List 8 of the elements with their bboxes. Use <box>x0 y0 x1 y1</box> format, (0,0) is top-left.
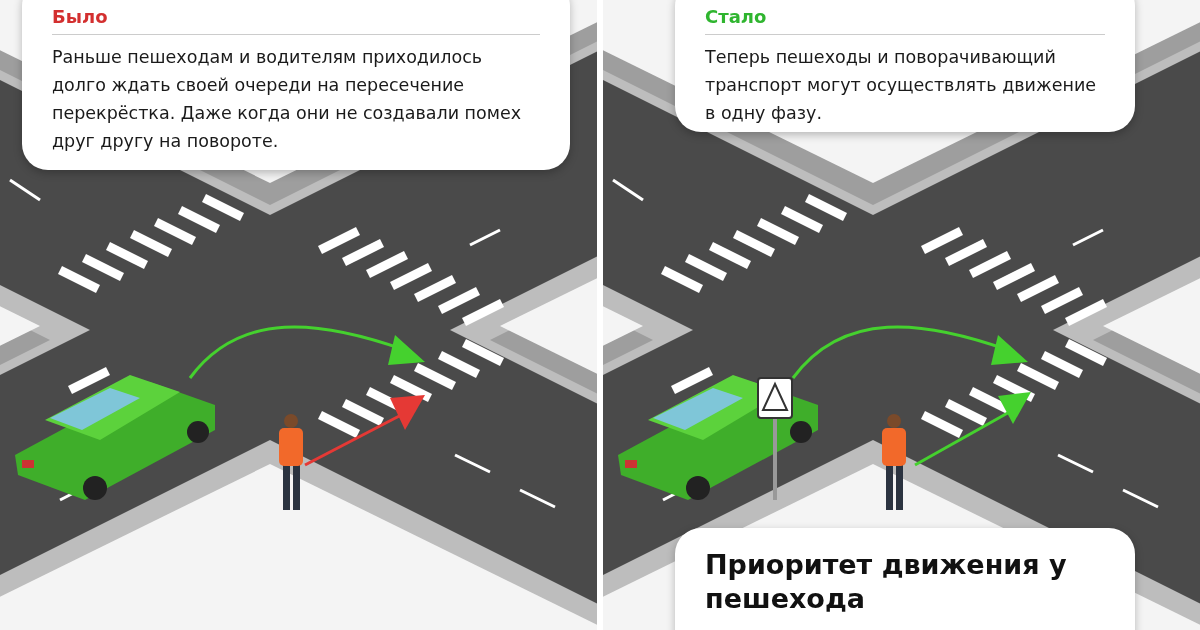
card-text: Теперь пешеходы и поворачивающий транспорт могут осуществлять движение в одну фазу. <box>705 46 1098 125</box>
card-heading: Приоритет движения у пешехода <box>705 548 1068 616</box>
info-card <box>22 0 570 170</box>
card-text: Раньше пешеходам и водителям приходилось долго ждать своей очереди на пересечение перекрёстка. Даже когда они не создавали помех друг другу на повороте. <box>52 46 523 153</box>
info-card <box>675 528 1135 630</box>
card-heading: Стало <box>705 6 1105 35</box>
card-heading: Было <box>52 6 540 35</box>
info-card <box>675 0 1135 132</box>
